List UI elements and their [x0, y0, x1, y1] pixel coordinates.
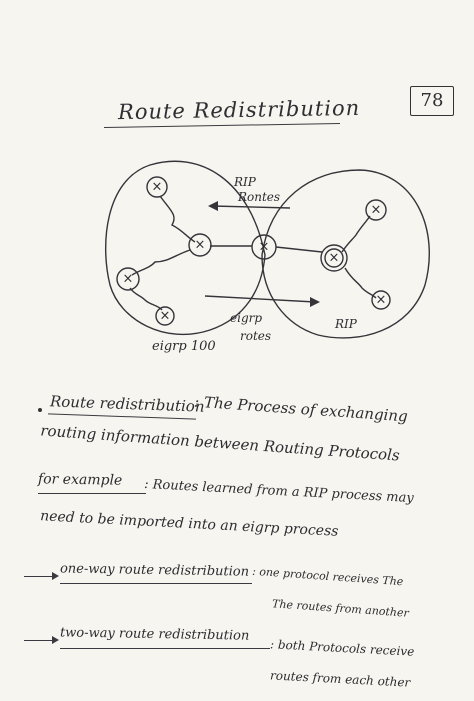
router-core-asbr — [251, 234, 277, 260]
router-7 — [371, 290, 391, 310]
router-core-mark: × — [259, 240, 270, 255]
link-router5-router7 — [344, 267, 377, 299]
link-router1-router2 — [159, 195, 196, 243]
rip-domain-boundary — [261, 169, 430, 339]
router-3-mark: × — [123, 272, 134, 287]
note-4-term-underline — [60, 648, 270, 649]
note-3-arrow-line — [24, 576, 54, 577]
eigrp-domain-boundary — [105, 160, 266, 336]
eigrp-routes-arrow — [204, 295, 316, 303]
router-5-inner — [324, 248, 344, 268]
router-6-mark: × — [371, 203, 382, 218]
router-5-mark: × — [329, 251, 340, 266]
rip-routes-label-1: RIP — [233, 175, 257, 189]
rip-routes-arrow — [211, 205, 291, 209]
rip-routes-arrowhead — [208, 201, 218, 211]
router-7-mark: × — [376, 293, 387, 308]
rip-routes-label-2: Rontes — [237, 190, 280, 204]
router-1 — [146, 176, 168, 198]
note-4-arrow-line — [24, 640, 54, 641]
note-4-arrow-head — [52, 636, 59, 644]
eigrp-routes-label-2: rotes — [240, 329, 271, 343]
link-router2-router3 — [131, 249, 191, 276]
router-2-mark: × — [195, 238, 206, 253]
eigrp-routes-label-1: eigrp — [230, 311, 262, 325]
page-number-box: 78 — [410, 86, 454, 116]
link-router5-router6 — [341, 215, 371, 253]
link-core-router5 — [275, 246, 323, 253]
eigrp-domain-label: eigrp 100 — [152, 339, 216, 354]
router-4 — [155, 306, 175, 326]
router-1-mark: × — [152, 180, 163, 195]
note-2-term: for example — [37, 471, 123, 489]
rip-domain-label: RIP — [334, 317, 358, 331]
router-4-mark: × — [160, 309, 171, 324]
router-3 — [116, 267, 140, 291]
bullet-1 — [38, 408, 42, 412]
link-router3-router4 — [129, 287, 163, 311]
router-6 — [365, 199, 387, 221]
note-3-arrow-head — [52, 572, 59, 580]
note-3-term-underline — [60, 583, 252, 584]
router-2 — [188, 233, 212, 257]
note-2-term-underline — [38, 493, 146, 494]
router-5 — [320, 244, 348, 272]
eigrp-routes-arrowhead — [310, 297, 320, 307]
